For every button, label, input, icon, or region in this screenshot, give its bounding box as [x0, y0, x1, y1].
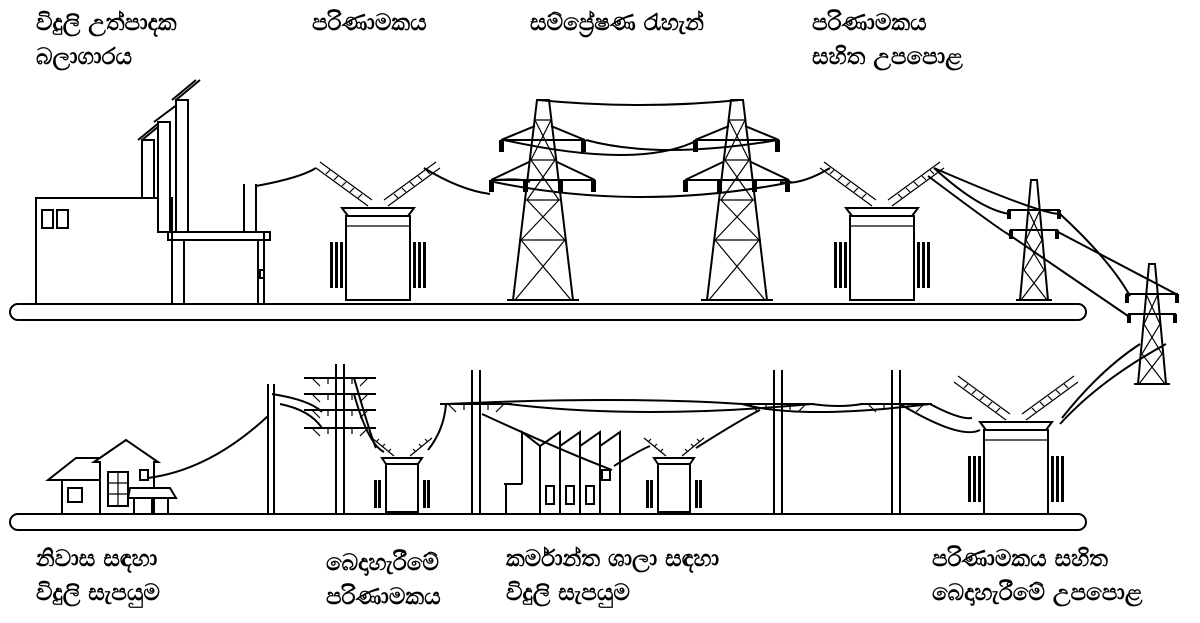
substation-transformer-icon	[819, 161, 945, 301]
label-line: විදුලි සැපයුම	[36, 580, 160, 606]
label-distribution-transformer: බෙදාහැරීමේ පරිණාමකය	[326, 546, 441, 614]
label-line: කර්මාන්ත ශාලා සඳහා	[506, 546, 720, 572]
transmission-tower-icon	[682, 99, 791, 301]
industrial-transformer-icon	[643, 437, 705, 513]
factory-icon	[504, 429, 621, 515]
label-line: නිවාස සඳහා	[36, 546, 158, 572]
distribution-pole-icon	[439, 370, 513, 514]
label-transmission-lines: සම්ප්‍රේෂණ රැහැන්	[530, 6, 704, 40]
label-line: පරිණාමකය	[312, 10, 427, 36]
label-line: විදුලි සැපයුම	[506, 580, 630, 606]
label-line: බෙදාහැරීමේ	[326, 550, 439, 576]
house-icon	[45, 438, 178, 515]
label-residential-supply: නිවාස සඳහා විදුලි සැපයුම	[36, 542, 160, 610]
label-line: සහිත උපපොළ	[812, 44, 963, 70]
distribution-pole-icon	[303, 364, 377, 514]
upper-wires	[255, 99, 1177, 317]
label-line: පරිණාමකය	[326, 584, 441, 610]
label-industrial-supply: කර්මාන්ත ශාලා සඳහා විදුලි සැපයුම	[506, 542, 719, 610]
power-station-icon	[35, 79, 271, 305]
distribution-pole-icon	[267, 384, 275, 514]
transmission-tower-icon	[488, 99, 597, 301]
lower-wires	[147, 343, 1167, 479]
label-line: විදුලි උත්පාදක	[36, 10, 177, 36]
distribution-pole-icon	[859, 370, 933, 514]
label-distribution-substation: පරිණාමකය සහිත බෙදාහැරීමේ උපපොළ	[932, 542, 1142, 610]
step-up-transformer-icon	[315, 161, 441, 301]
lower-ground-bar	[9, 513, 1087, 531]
label-line: සම්ප්‍රේෂණ රැහැන්	[530, 10, 704, 36]
upper-ground-bar	[9, 303, 1087, 321]
label-line: පරිණාමකය සහිත	[932, 546, 1108, 572]
label-line: බෙදාහැරීමේ උපපොළ	[932, 580, 1143, 606]
label-power-station: විදුලි උත්පාදක බලාගාරය	[36, 6, 177, 74]
label-step-up-transformer: පරිණාමකය	[312, 6, 427, 40]
distribution-pole-icon	[741, 370, 815, 514]
label-line: පරිණාමකය	[812, 10, 927, 36]
label-line: බලාගාරය	[36, 44, 133, 70]
label-substation: පරිණාමකය සහිත උපපොළ	[812, 6, 963, 74]
distribution-substation-icon	[953, 375, 1079, 515]
